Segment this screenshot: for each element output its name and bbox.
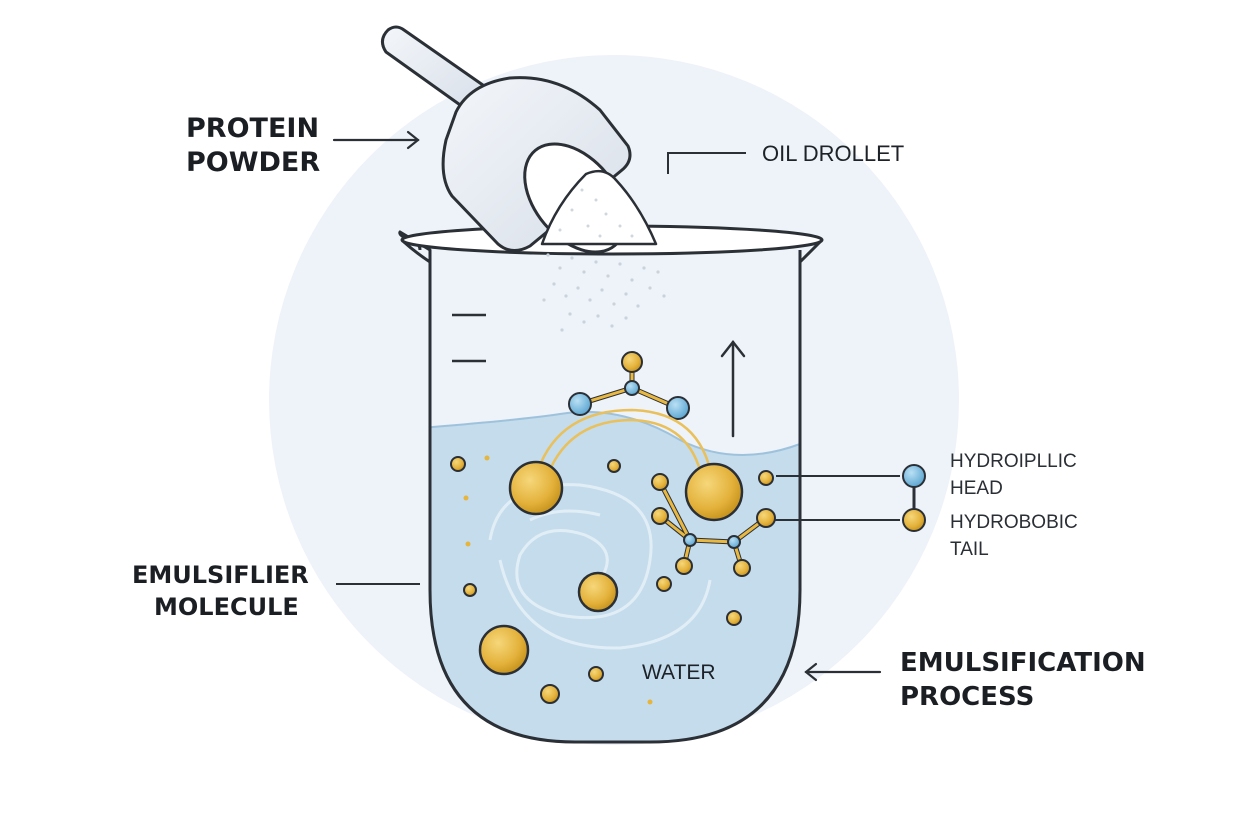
emulsifier-molecule-label: EMULSIFLIER MOLECULE [132, 561, 309, 621]
oil-droplet-leader [667, 152, 746, 174]
svg-text:MOLECULE: MOLECULE [154, 593, 299, 621]
protein-powder-label: PROTEIN POWDER [186, 113, 320, 178]
head-atom [624, 380, 640, 396]
tail-atom [675, 557, 693, 575]
oil-droplet [577, 571, 619, 613]
tail-atom [651, 507, 669, 525]
oil-droplet [478, 624, 530, 676]
hydrophobic-tail-label-line2: TAIL [950, 539, 989, 560]
svg-text:EMULSIFLIER: EMULSIFLIER [132, 561, 309, 589]
head-atom [568, 392, 592, 416]
head-atom [727, 535, 741, 549]
oil-droplet [656, 576, 672, 592]
hydrophilic-head-label-line2: HEAD [950, 478, 1003, 499]
up-arrow-icon [720, 339, 746, 438]
oil-droplet [540, 684, 560, 704]
head-atom [683, 533, 697, 547]
water-label: WATER [642, 661, 716, 684]
hydrophilic-head-label: HYDROIPLLIC [950, 451, 1077, 472]
protein-powder-arrow [332, 130, 420, 150]
emulsifier-molecule-right [651, 473, 776, 577]
emulsifier-molecule-top [568, 351, 690, 420]
oil-droplet [508, 460, 564, 516]
emulsification-process-arrow [804, 662, 882, 682]
svg-text:PROTEIN: PROTEIN [186, 113, 319, 144]
svg-text:POWDER: POWDER [186, 147, 320, 178]
oil-droplets [450, 455, 774, 705]
tail-atom [733, 559, 751, 577]
head-atom [666, 396, 690, 420]
hydrophilic-head-icon [902, 464, 926, 488]
svg-text:PROCESS: PROCESS [900, 682, 1034, 712]
emulsification-process-label: EMULSIFICATION PROCESS [900, 648, 1146, 712]
tail-atom [651, 473, 669, 491]
oil-droplet [726, 610, 742, 626]
water-surface [430, 410, 800, 456]
legend: HYDROIPLLIC HEAD HYDROBOBIC TAIL [774, 451, 1078, 560]
scoop-icon [381, 25, 658, 254]
oil-droplet [684, 462, 744, 522]
powder-particles [542, 253, 666, 332]
emulsifier-strands [536, 408, 714, 479]
swirl-lines [488, 483, 712, 650]
oil-droplet-label: OIL DROLLET [762, 141, 904, 166]
tail-atom [756, 508, 776, 528]
oil-droplet [450, 456, 466, 472]
svg-text:EMULSIFICATION: EMULSIFICATION [900, 648, 1146, 678]
oil-droplet [607, 459, 621, 473]
oil-droplet [463, 583, 477, 597]
hydrophobic-tail-icon [902, 508, 926, 532]
oil-droplet [758, 470, 774, 486]
tail-atom [621, 351, 643, 373]
hydrophobic-tail-label: HYDROBOBIC [950, 512, 1078, 533]
oil-droplet [588, 666, 604, 682]
